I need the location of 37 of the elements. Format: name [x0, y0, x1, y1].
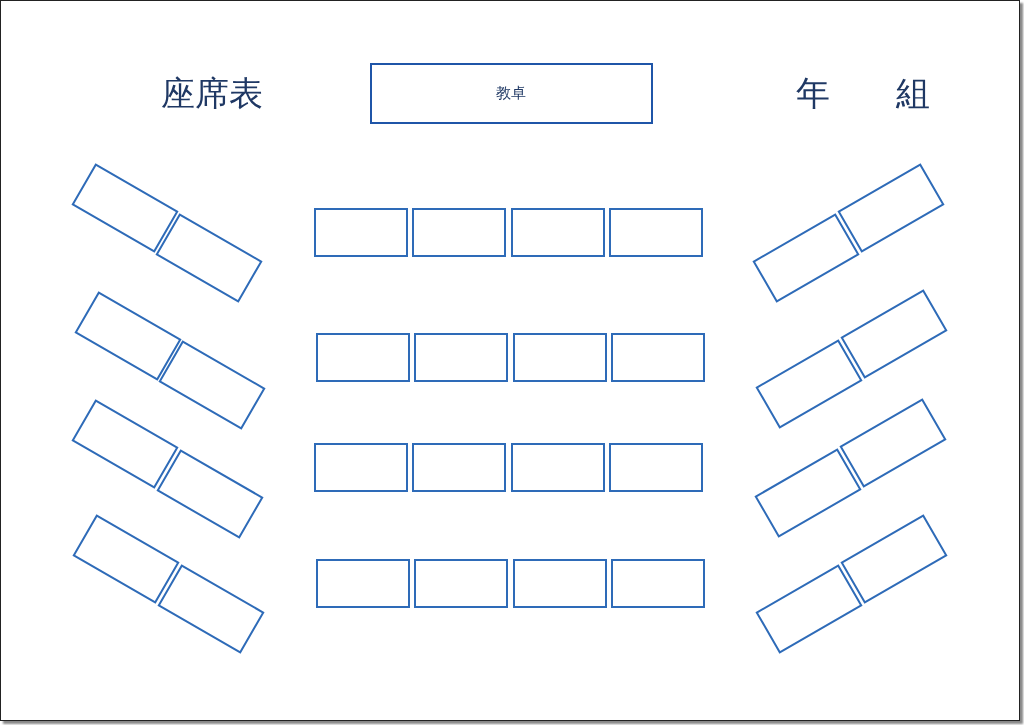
label-text: 組	[896, 72, 930, 115]
desk-box	[611, 559, 705, 608]
desk-box	[72, 514, 180, 604]
desk-box	[71, 163, 179, 253]
desk-box	[369, 62, 653, 124]
title: 座席表	[161, 72, 263, 115]
desk-box	[414, 333, 508, 382]
label-text: 年	[796, 72, 830, 115]
desk-box	[755, 339, 863, 429]
desk-label: 教卓	[496, 83, 526, 103]
desk-box	[74, 291, 182, 381]
desk-box	[314, 443, 408, 492]
desk-box	[314, 208, 408, 257]
desk-box	[839, 398, 947, 488]
desk-box	[511, 208, 605, 257]
desk-box	[316, 333, 410, 382]
desk-box	[156, 449, 264, 539]
desk-box	[414, 559, 508, 608]
desk-box	[755, 564, 863, 654]
desk-box	[157, 564, 265, 654]
desk-box	[611, 333, 705, 382]
desk-box	[840, 289, 948, 379]
desk-box	[71, 399, 179, 489]
desk-box	[511, 443, 605, 492]
desk-box	[609, 443, 703, 492]
desk-box	[840, 514, 948, 604]
desk-box	[316, 559, 410, 608]
desk-box	[412, 208, 506, 257]
desk-box	[158, 340, 266, 430]
desk-box	[754, 448, 862, 538]
desk-box	[837, 163, 945, 253]
desk-box	[752, 213, 860, 303]
desk-box	[513, 559, 607, 608]
desk-box	[155, 213, 263, 303]
desk-box	[513, 333, 607, 382]
desk-box	[412, 443, 506, 492]
desk-box	[609, 208, 703, 257]
